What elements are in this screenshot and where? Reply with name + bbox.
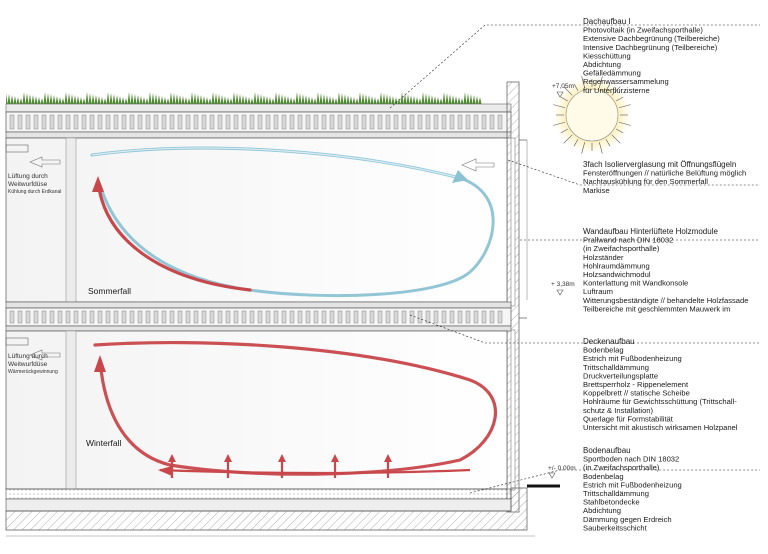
annotation-line: für Unterflurzisterne	[583, 86, 650, 95]
warm-air-flow	[96, 180, 252, 292]
annotation-section: Wandaufbau Hinterlüftete HolzmodulePrall…	[583, 227, 748, 313]
annotation-heading: Dachaufbau I	[583, 17, 631, 26]
ground-slab	[5, 484, 560, 537]
annotation-line: Brettsperrholz - Rippenelement	[583, 380, 689, 389]
svg-text:+/- 0,00m: +/- 0,00m	[548, 465, 576, 472]
annotation-line: Stahlbetondecke	[583, 498, 640, 507]
annotation-line: Nachtauskühlung für den Sommerfall	[583, 177, 708, 186]
annotation-line: Gefälledämmung	[583, 69, 641, 78]
airflow-winter	[93, 340, 498, 476]
annotation-line: Luftraum	[583, 287, 613, 296]
annotation-line: Teilbereiche mit geschlemmten Mauwerk im	[583, 304, 730, 313]
roof-slab	[5, 103, 512, 139]
season-winter: Winterfall	[86, 438, 122, 448]
annotation-line: Konterlattung mit Wandkonsole	[583, 279, 688, 288]
heat-arrowhead-icon	[384, 454, 392, 462]
floor-heating-arrows	[168, 454, 392, 478]
vent-arrow-upper-icon	[29, 156, 61, 168]
facade-wall	[506, 81, 528, 513]
annotation-line: schutz & Installation)	[583, 406, 654, 415]
annotation-line: Dämmung gegen Erdreich	[583, 515, 672, 524]
annotation-line: (in Zweifachsporthalle)	[583, 244, 660, 253]
annotation-line: Sauberkeitsschicht	[583, 523, 648, 532]
annotation-line: Extensive Dachbegrünung (Teilbereiche)	[583, 34, 720, 43]
level-marker-top: +7,05m	[552, 83, 574, 98]
annotation-line: Bodenbelag	[583, 472, 624, 481]
annotation-heading: Bodenaufbau	[583, 446, 631, 455]
heat-arrowhead-icon	[168, 454, 176, 462]
annotation-heading: Deckenaufbau	[583, 337, 635, 346]
green-roof	[6, 92, 482, 104]
annotation-line: Koppelbrett // statische Scheibe	[583, 389, 690, 398]
svg-text:+ 3,38m: + 3,38m	[551, 281, 575, 288]
annotation-heading: Wandaufbau Hinterlüftete Holzmodule	[583, 227, 718, 236]
annotation-line: Estrich mit Fußbodenheizung	[583, 480, 682, 489]
annotation-line: Fensteröffnungen // natürliche Belüftung…	[583, 169, 746, 178]
warm-air-arrowhead-icon	[92, 176, 104, 192]
lower-vent-label-2: Weitwurfdüse	[8, 361, 48, 368]
airflow-summer	[90, 146, 495, 298]
window-vent-arrow-icon	[461, 158, 495, 172]
annotation-line: Photovoltaik (in Zweifachsporthalle)	[583, 26, 703, 35]
annotation-line: Trittschalldämmung	[583, 489, 649, 498]
annotation-line: Holzsandwichmodul	[583, 270, 651, 279]
annotation-line: Estrich mit Fußbodenheizung	[583, 354, 682, 363]
annotation-line: Prallwand nach DIN 18032	[583, 236, 673, 245]
annotation-line: Hohlräume für Gewichtsschüttung (Trittsc…	[583, 397, 737, 406]
level-marker-ground: +/- 0,00m	[548, 465, 576, 479]
annotation-line: Trittschalldämmung	[583, 363, 649, 372]
annotation-line: Abdichtung	[583, 60, 621, 69]
heat-arrowhead-icon	[278, 454, 286, 462]
annotation-line: Querlage für Formstabilität	[583, 414, 674, 423]
sun-icon	[553, 76, 631, 154]
annotation-section: 3fach Isolierverglasung mit Öffnungsflüg…	[583, 160, 746, 195]
winter-arrowhead-icon	[94, 355, 106, 372]
annotation-line: Bodenbelag	[583, 346, 624, 355]
annotation-line: Holzständer	[583, 253, 624, 262]
vent-arrow-lower-icon	[29, 349, 61, 361]
annotation-line: Abdichtung	[583, 506, 621, 515]
annotation-line: Hohlraumdämmung	[583, 261, 650, 270]
annotation-line: Regenwassersammelung	[583, 77, 669, 86]
cool-air-arrowhead-icon	[452, 170, 468, 183]
svg-text:+7,05m: +7,05m	[552, 83, 574, 90]
annotation-line: Druckverteilungsplatte	[583, 371, 658, 380]
floor-slab	[5, 301, 512, 332]
annotation-line: (in Zweifachsporthalle)	[583, 463, 660, 472]
lower-vent-sub: Wärmerückgewinnung	[8, 369, 58, 375]
annotation-line: Markise	[583, 186, 610, 195]
heat-arrowhead-icon	[224, 454, 232, 462]
heat-arrowhead-icon	[331, 454, 339, 462]
upper-vent-label-1: Lüftung durch	[8, 173, 48, 180]
upper-room	[5, 137, 508, 303]
leader-lines	[389, 24, 760, 494]
annotation-line: Sportboden nach DIN 18032	[583, 455, 679, 464]
winter-bottom-arrowhead-icon	[158, 466, 172, 476]
lower-room	[5, 330, 508, 490]
season-summer: Sommerfall	[88, 286, 131, 296]
level-marker-mid: + 3,38m	[551, 281, 575, 296]
upper-vent-label-2: Weitwurfdüse	[8, 181, 48, 188]
annotation-line: Kiesschüttung	[583, 51, 631, 60]
annotation-line: Untersicht mit akustisch wirksamen Holzp…	[583, 423, 738, 432]
annotation-heading: 3fach Isolierverglasung mit Öffnungsflüg…	[583, 160, 736, 169]
upper-vent-sub: Kühlung durch Erdkanal	[8, 189, 61, 195]
annotation-line: Witterungsbeständigte // behandelte Holz…	[583, 296, 748, 305]
lower-vent-label-1: Lüftung durch	[8, 353, 48, 360]
annotation-line: Intensive Dachbegrünung (Teilbereiche)	[583, 43, 718, 52]
